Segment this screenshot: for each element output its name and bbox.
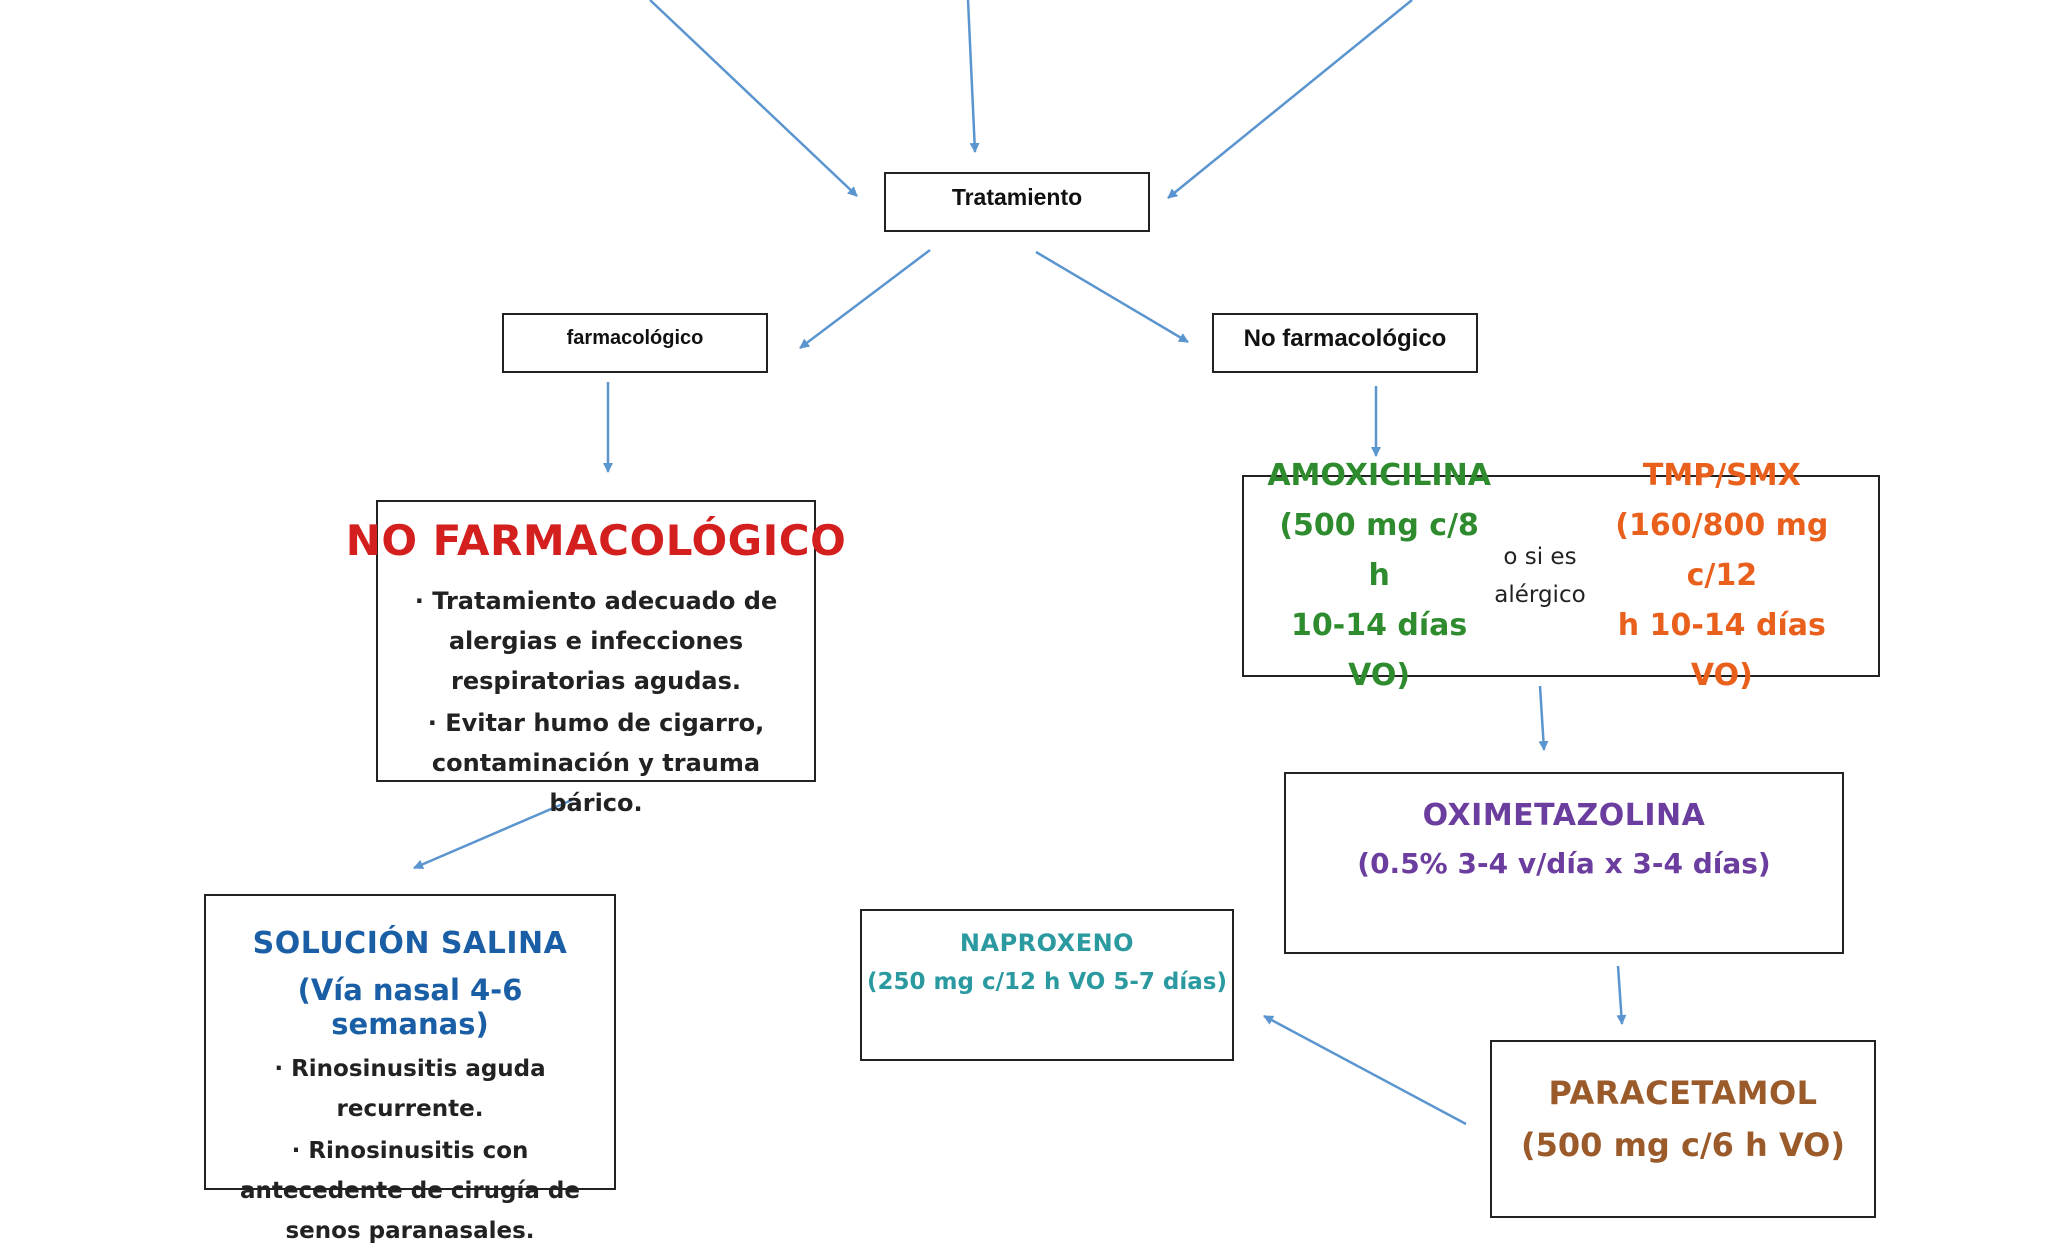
arrow-tratamiento-to-no-farmacologico <box>1035 250 1189 344</box>
solucion-salina-card: SOLUCIÓN SALINA (Vía nasal 4-6 semanas) … <box>204 894 616 1244</box>
naproxeno-name: NAPROXENO <box>959 929 1135 957</box>
arrow-paracetamol-to-naproxeno <box>1263 1014 1467 1126</box>
alternative-note-line: alérgico <box>1494 582 1586 608</box>
tratamiento-label: Tratamiento <box>951 184 1083 210</box>
tmp-smx-duration: h 10-14 días VO) <box>1617 608 1826 693</box>
farmacologico-node: farmacológico <box>502 313 768 373</box>
solucion-salina-title: SOLUCIÓN SALINA <box>252 926 568 961</box>
solucion-salina-bullet: · Rinosinusitis con antecedente de cirug… <box>239 1138 580 1244</box>
amoxicilina-name: AMOXICILINA <box>1267 458 1491 493</box>
paracetamol-name: PARACETAMOL <box>1548 1074 1818 1112</box>
arrow-oximetazolina-to-paracetamol <box>1616 965 1627 1025</box>
amoxicilina-column: AMOXICILINA (500 mg c/8 h 10-14 días VO) <box>1264 451 1494 701</box>
tmp-smx-dose: (160/800 mg c/12 <box>1615 508 1829 593</box>
arrow-no-farm-card-to-solucion <box>413 798 573 870</box>
no-farmacologico-node: No farmacológico <box>1212 313 1478 373</box>
amoxicilina-dose: (500 mg c/8 h <box>1279 508 1479 593</box>
farmacologico-label: farmacológico <box>566 327 704 349</box>
no-farmacologico-label: No farmacológico <box>1243 325 1447 352</box>
arrow-antibiotics-to-oximetazolina <box>1538 685 1549 751</box>
naproxeno-dose: (250 mg c/12 h VO 5-7 días) <box>867 969 1227 995</box>
alternative-note: o si es alérgico <box>1494 538 1585 614</box>
no-farmacologico-card-title: NO FARMACOLÓGICO <box>345 516 847 565</box>
arrow-top-center-to-tratamiento <box>966 0 980 153</box>
oximetazolina-dose: (0.5% 3-4 v/día x 3-4 días) <box>1357 847 1771 880</box>
arrow-top-left-to-tratamiento <box>649 0 858 197</box>
no-farmacologico-bullet: · Tratamiento adecuado de alergias e inf… <box>414 587 778 695</box>
tmp-smx-name: TMP/SMX <box>1642 458 1801 493</box>
solucion-salina-bullet: · Rinosinusitis aguda recurrente. <box>274 1056 546 1122</box>
oximetazolina-name: OXIMETAZOLINA <box>1422 798 1706 833</box>
arrow-tratamiento-to-farmacologico <box>799 249 931 349</box>
tratamiento-node: Tratamiento <box>884 172 1150 232</box>
no-farmacologico-card: NO FARMACOLÓGICO · Tratamiento adecuado … <box>346 500 846 817</box>
paracetamol-card: PARACETAMOL (500 mg c/6 h VO) <box>1490 1040 1876 1218</box>
naproxeno-card: NAPROXENO (250 mg c/12 h VO 5-7 días) <box>860 909 1234 1061</box>
solucion-salina-dose: (Vía nasal 4-6 semanas) <box>297 973 523 1041</box>
amoxicilina-duration: 10-14 días VO) <box>1291 608 1468 693</box>
paracetamol-dose: (500 mg c/6 h VO) <box>1521 1126 1845 1164</box>
arrow-top-right-to-tratamiento <box>1167 0 1413 199</box>
oximetazolina-card: OXIMETAZOLINA (0.5% 3-4 v/día x 3-4 días… <box>1284 772 1844 954</box>
alternative-note-line: o si es <box>1503 544 1577 570</box>
no-farmacologico-bullet: · Evitar humo de cigarro, contaminación … <box>427 709 765 817</box>
tmp-smx-column: TMP/SMX (160/800 mg c/12 h 10-14 días VO… <box>1586 451 1858 701</box>
antibiotic-card: AMOXICILINA (500 mg c/8 h 10-14 días VO)… <box>1242 458 1880 693</box>
